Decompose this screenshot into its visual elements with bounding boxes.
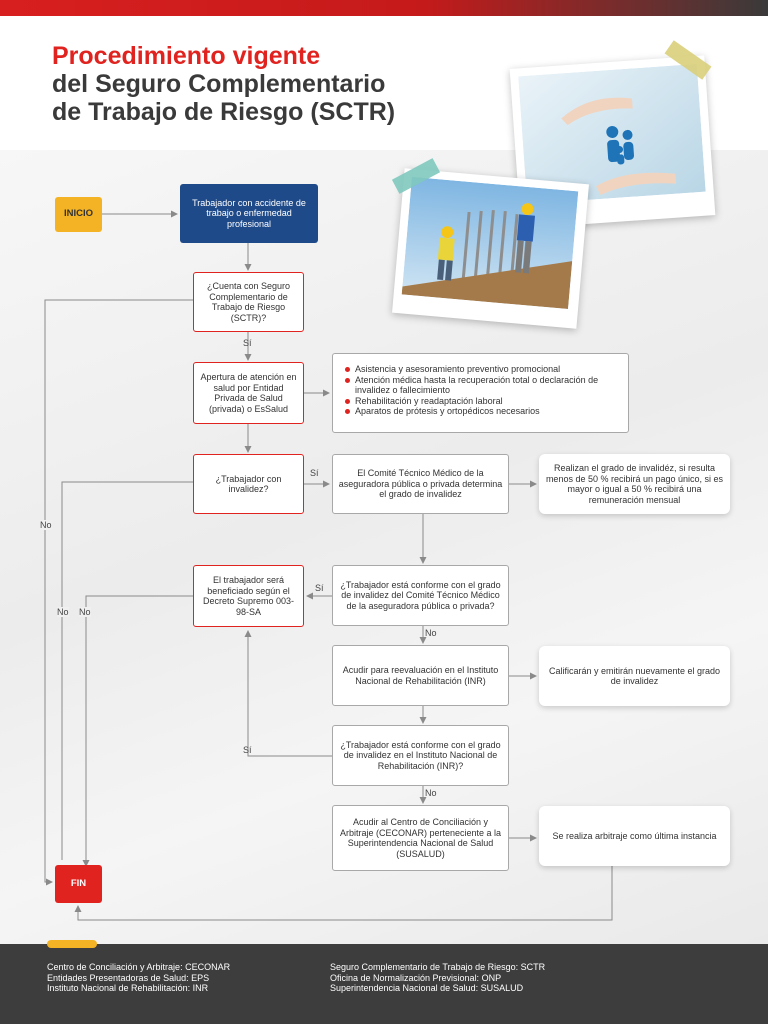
arrow-conforme-inr-to-beneficiado: [244, 630, 332, 757]
footer-glossary: Centro de Conciliación y Arbitraje: CECO…: [0, 940, 768, 1024]
benefit-item: Asistencia y asesoramiento preventivo pr…: [345, 364, 620, 375]
footer-accent-pill: [47, 940, 97, 948]
benefit-item: Atención médica hasta la recuperación to…: [345, 375, 620, 396]
node-arbitraje: Se realiza arbitraje como última instanc…: [539, 806, 730, 866]
benefit-item: Aparatos de prótesis y ortopédicos neces…: [345, 406, 620, 417]
glossary-item: Oficina de Normalización Previsional: ON…: [330, 972, 502, 983]
title-line-3: de Trabajo de Riesgo (SCTR): [52, 98, 396, 126]
node-conforme-inr: ¿Trabajador está conforme con el grado d…: [332, 725, 509, 786]
photo-protection: [509, 55, 716, 229]
node-trabajador-accidente: Trabajador con accidente de trabajo o en…: [180, 184, 318, 243]
arrow-arbitraje-to-fin: [74, 866, 613, 921]
node-inicio: INICIO: [55, 197, 102, 232]
label-si: Sí: [243, 338, 252, 348]
node-fin: FIN: [55, 865, 102, 903]
node-beneficiado-decreto: El trabajador será beneficiado según el …: [193, 565, 304, 627]
node-reevaluacion-inr: Acudir para reevaluación en el Instituto…: [332, 645, 509, 706]
node-ceconar: Acudir al Centro de Conciliación y Arbit…: [332, 805, 509, 871]
label-no: No: [40, 520, 52, 530]
label-no: No: [57, 607, 69, 617]
node-comite-tecnico: El Comité Técnico Médico de la asegurado…: [332, 454, 509, 514]
benefit-item: Rehabilitación y readaptación laboral: [345, 396, 620, 407]
label-si: Sí: [315, 583, 324, 593]
title-line-1: Procedimiento vigente: [52, 42, 321, 70]
node-cuenta-sctr: ¿Cuenta con Seguro Complementario de Tra…: [193, 272, 304, 332]
top-accent-bar: [0, 0, 768, 16]
label-no: No: [425, 788, 437, 798]
title-line-2: del Seguro Complementario: [52, 70, 386, 98]
node-apertura-atencion: Apertura de atención en salud por Entida…: [193, 362, 304, 424]
glossary-column-right: Seguro Complementario de Trabajo de Ries…: [330, 962, 545, 994]
label-no: No: [425, 628, 437, 638]
glossary-item: Seguro Complementario de Trabajo de Ries…: [330, 962, 546, 972]
line-invalidez-no: [61, 481, 193, 860]
glossary-item: Superintendencia Nacional de Salud: SUSA…: [330, 983, 524, 993]
node-grado-resultado: Realizan el grado de invalidéz, si resul…: [539, 454, 730, 514]
glossary-item: Entidades Presentadoras de Salud: EPS: [47, 972, 210, 983]
photo-workers: [392, 168, 589, 329]
benefits-list: Asistencia y asesoramiento preventivo pr…: [332, 353, 629, 433]
label-no: No: [79, 607, 91, 617]
node-califican: Calificarán y emitirán nuevamente el gra…: [539, 646, 730, 706]
workers-illustration: [401, 176, 579, 309]
label-si: Sí: [310, 468, 319, 478]
glossary-item: Instituto Nacional de Rehabilitación: IN…: [47, 983, 209, 993]
arrow-sctr-no-to-fin: [44, 299, 193, 886]
page-title: Procedimiento vigente del Seguro Complem…: [52, 42, 395, 126]
glossary-item: Centro de Conciliación y Arbitraje: CECO…: [47, 962, 231, 972]
node-con-invalidez: ¿Trabajador con invalidez?: [193, 454, 304, 514]
glossary-column-left: Centro de Conciliación y Arbitraje: CECO…: [47, 962, 230, 994]
protection-illustration: [518, 63, 706, 205]
label-si: Sí: [243, 745, 252, 755]
node-conforme-comite: ¿Trabajador está conforme con el grado d…: [332, 565, 509, 626]
flow-connectors: [44, 210, 613, 921]
arrow-beneficiado-to-fin: [82, 595, 193, 867]
